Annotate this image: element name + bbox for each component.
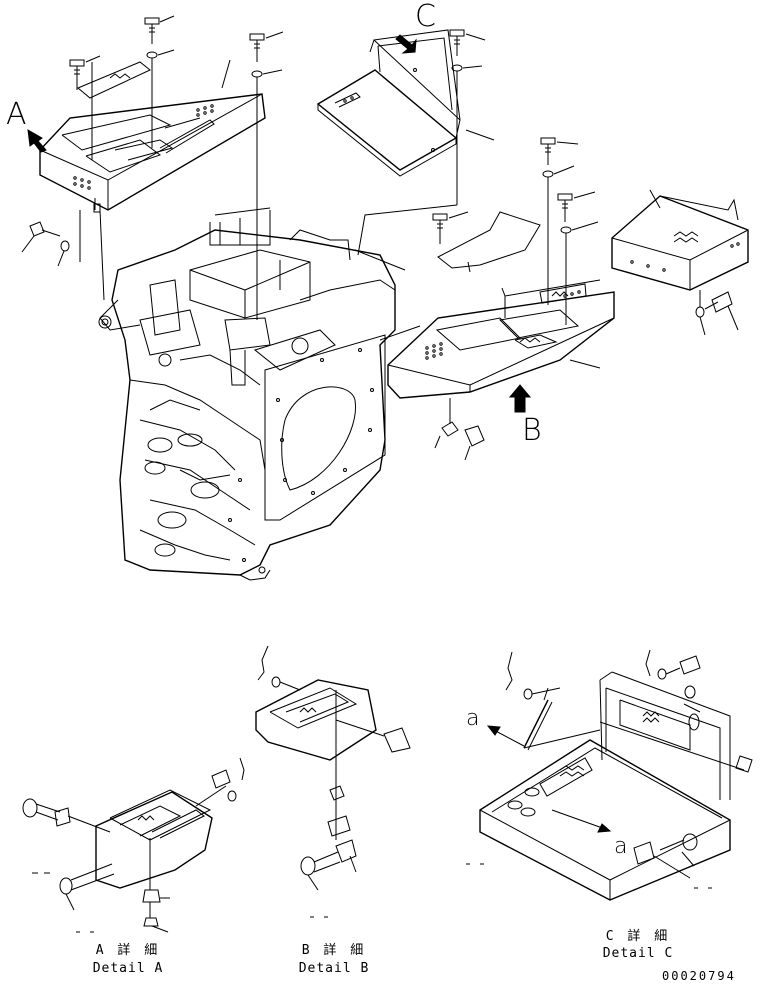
view-label-b: B xyxy=(522,413,542,448)
cover-c xyxy=(316,29,461,177)
plate-a-label xyxy=(109,73,131,79)
cover-right xyxy=(611,195,749,291)
bolt-a1 xyxy=(69,55,101,90)
bolt-c1 xyxy=(449,29,486,205)
bolt-a2 xyxy=(144,15,175,148)
main-frame xyxy=(98,207,406,581)
leader-c1 xyxy=(465,129,495,141)
leader-c2 xyxy=(357,204,458,256)
view-arrow-c xyxy=(395,34,417,54)
bolt-b3 xyxy=(557,191,599,325)
bolt-b2 xyxy=(540,137,579,305)
bolt-a4 xyxy=(21,221,70,267)
detail-b-subtitle: Detail B xyxy=(298,961,370,976)
detail-a-bolt-2 xyxy=(59,863,115,911)
leader-a4 xyxy=(99,209,105,301)
detail-b-bolt-1 xyxy=(257,645,301,691)
section-mark-right: a xyxy=(614,834,628,859)
view-arrow-a xyxy=(27,129,47,153)
leader-a1 xyxy=(221,59,231,89)
leader-r1 xyxy=(649,189,661,209)
section-mark-left: a xyxy=(466,706,480,731)
section-arrow-left xyxy=(486,725,525,747)
section-arrow-right xyxy=(551,809,612,833)
detail-a-bolt-1 xyxy=(22,798,111,833)
plate-b xyxy=(437,211,541,269)
bolt-b1 xyxy=(432,211,469,244)
detail-b-bolt-2 xyxy=(300,851,341,891)
view-label-a: A xyxy=(6,97,27,132)
detail-b xyxy=(255,679,411,873)
detail-c-bolt-2 xyxy=(645,649,701,699)
bolt-a3 xyxy=(249,31,284,320)
detail-a-bolt-3 xyxy=(195,757,245,807)
leader-b2 xyxy=(379,325,421,341)
bolt-r1 xyxy=(695,290,739,336)
view-arrow-b xyxy=(508,384,532,413)
detail-c xyxy=(479,671,753,901)
detail-c-title: C 詳 細 xyxy=(605,929,671,944)
drawing-code: 00020794 xyxy=(662,969,736,983)
detail-b-title: B 詳 細 xyxy=(301,943,367,958)
detail-a-title: A 詳 細 xyxy=(95,943,161,958)
detail-c-rod xyxy=(523,687,601,751)
detail-c-bolt-3 xyxy=(633,833,698,879)
cover-a-holes xyxy=(73,104,214,190)
dash-marks xyxy=(32,863,712,933)
cover-a xyxy=(39,93,266,213)
bolt-b4 xyxy=(434,398,485,461)
plate-a xyxy=(77,61,151,99)
leader-b1 xyxy=(569,359,601,369)
cover-b xyxy=(387,279,615,399)
detail-a-subtitle: Detail A xyxy=(92,961,164,976)
plate-b-tab xyxy=(467,261,471,273)
detail-a xyxy=(95,789,213,933)
view-label-c: C xyxy=(415,0,436,34)
cover-b-holes xyxy=(425,290,581,360)
detail-c-bolt-1 xyxy=(505,651,561,700)
detail-c-subtitle: Detail C xyxy=(602,946,674,961)
